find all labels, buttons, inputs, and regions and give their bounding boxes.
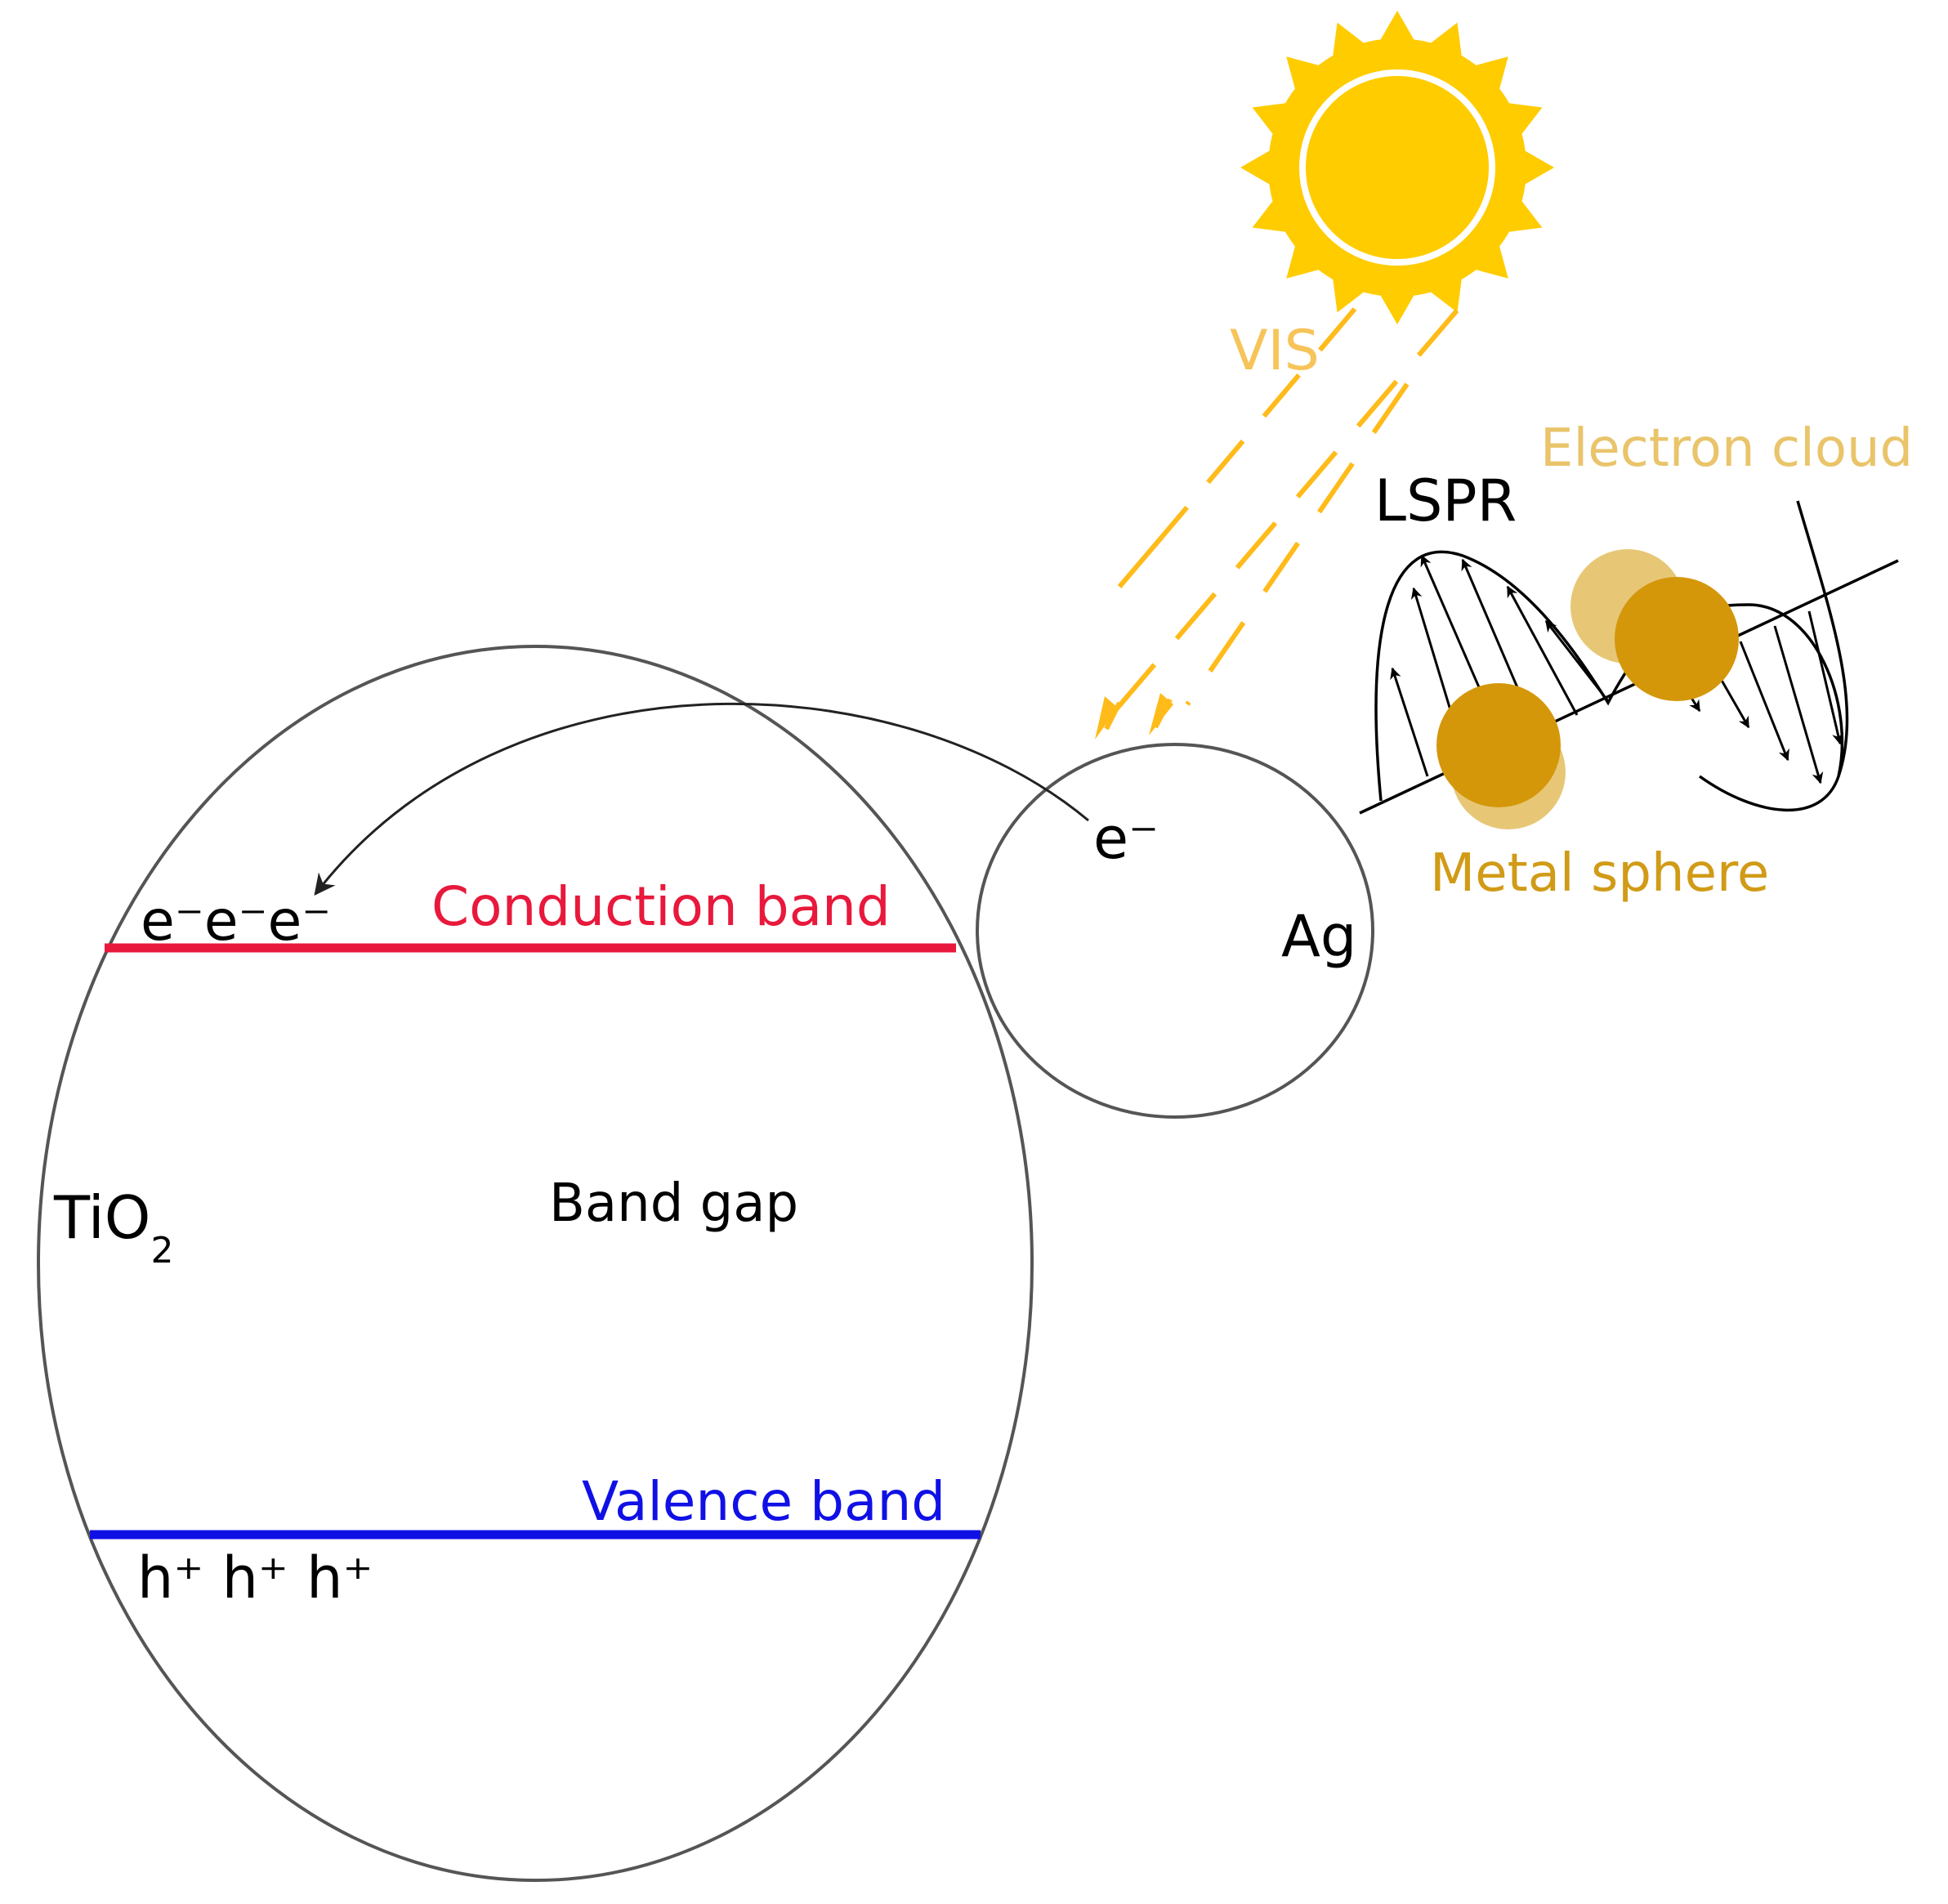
- tio2-main: TiO: [53, 1183, 150, 1252]
- vis-light-arrow-icon: [1095, 307, 1459, 740]
- band-gap-label: Band gap: [549, 1173, 798, 1234]
- metal-sphere-left: [1436, 683, 1561, 807]
- ag-particle: [976, 743, 1374, 1119]
- sun-ring: [1299, 69, 1495, 266]
- electron-cloud-label: Electron cloud: [1540, 418, 1913, 479]
- ag-label: Ag: [1281, 903, 1356, 970]
- conduction-band-electrons: e⁻e⁻e⁻: [141, 889, 331, 954]
- transfer-arrow-icon: [314, 702, 1089, 896]
- tio2-subscript: 2: [150, 1230, 173, 1272]
- ag-electron-label: e⁻: [1093, 805, 1159, 872]
- vis-label: VIS: [1230, 319, 1320, 383]
- tio2-label: TiO2: [53, 1183, 173, 1272]
- lspr-wave: [1359, 500, 1899, 829]
- metal-sphere-right: [1615, 577, 1739, 701]
- tio2-particle: [37, 645, 1034, 1882]
- valence-band-label: Valence band: [582, 1470, 945, 1533]
- sun-icon: [1240, 11, 1554, 324]
- conduction-band-label: Conduction band: [431, 875, 891, 938]
- sun-outer: [1268, 38, 1526, 297]
- valence-band-holes: h⁺ h⁺ h⁺: [137, 1544, 373, 1611]
- metal-sphere-label: Metal sphere: [1430, 843, 1769, 904]
- lspr-label: LSPR: [1374, 467, 1517, 534]
